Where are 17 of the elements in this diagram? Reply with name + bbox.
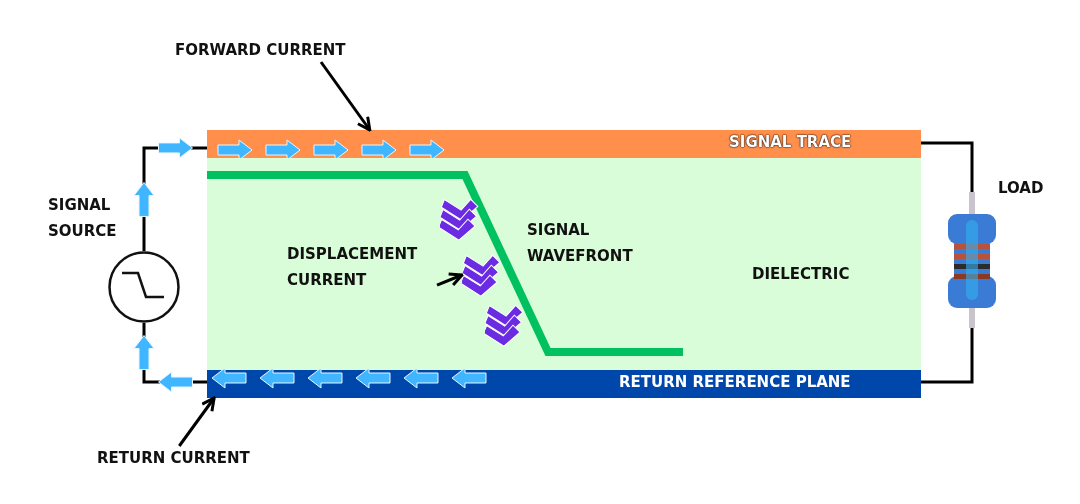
text-label: RETURN CURRENT [97,448,250,469]
component-label: SIGNAL SOURCE [48,195,118,242]
text-label: FORWARD CURRENT [175,40,346,61]
return-plane-bar [207,370,921,398]
wire [921,328,974,384]
bar-label: RETURN REFERENCE PLANE [619,372,851,393]
text-label: DISPLACEMENT CURRENT [287,244,419,291]
text-label: SIGNAL WAVEFRONT [527,220,634,267]
signal-trace-bar [207,130,921,158]
bar-label: DIELECTRIC [752,264,850,285]
displacement-chevron-icon [462,254,502,296]
arrow [178,396,216,447]
bar-label: SIGNAL TRACE [729,132,852,153]
arrow [436,272,464,287]
component-label: LOAD [998,178,1044,199]
wire [921,141,974,192]
arrow [319,61,372,132]
